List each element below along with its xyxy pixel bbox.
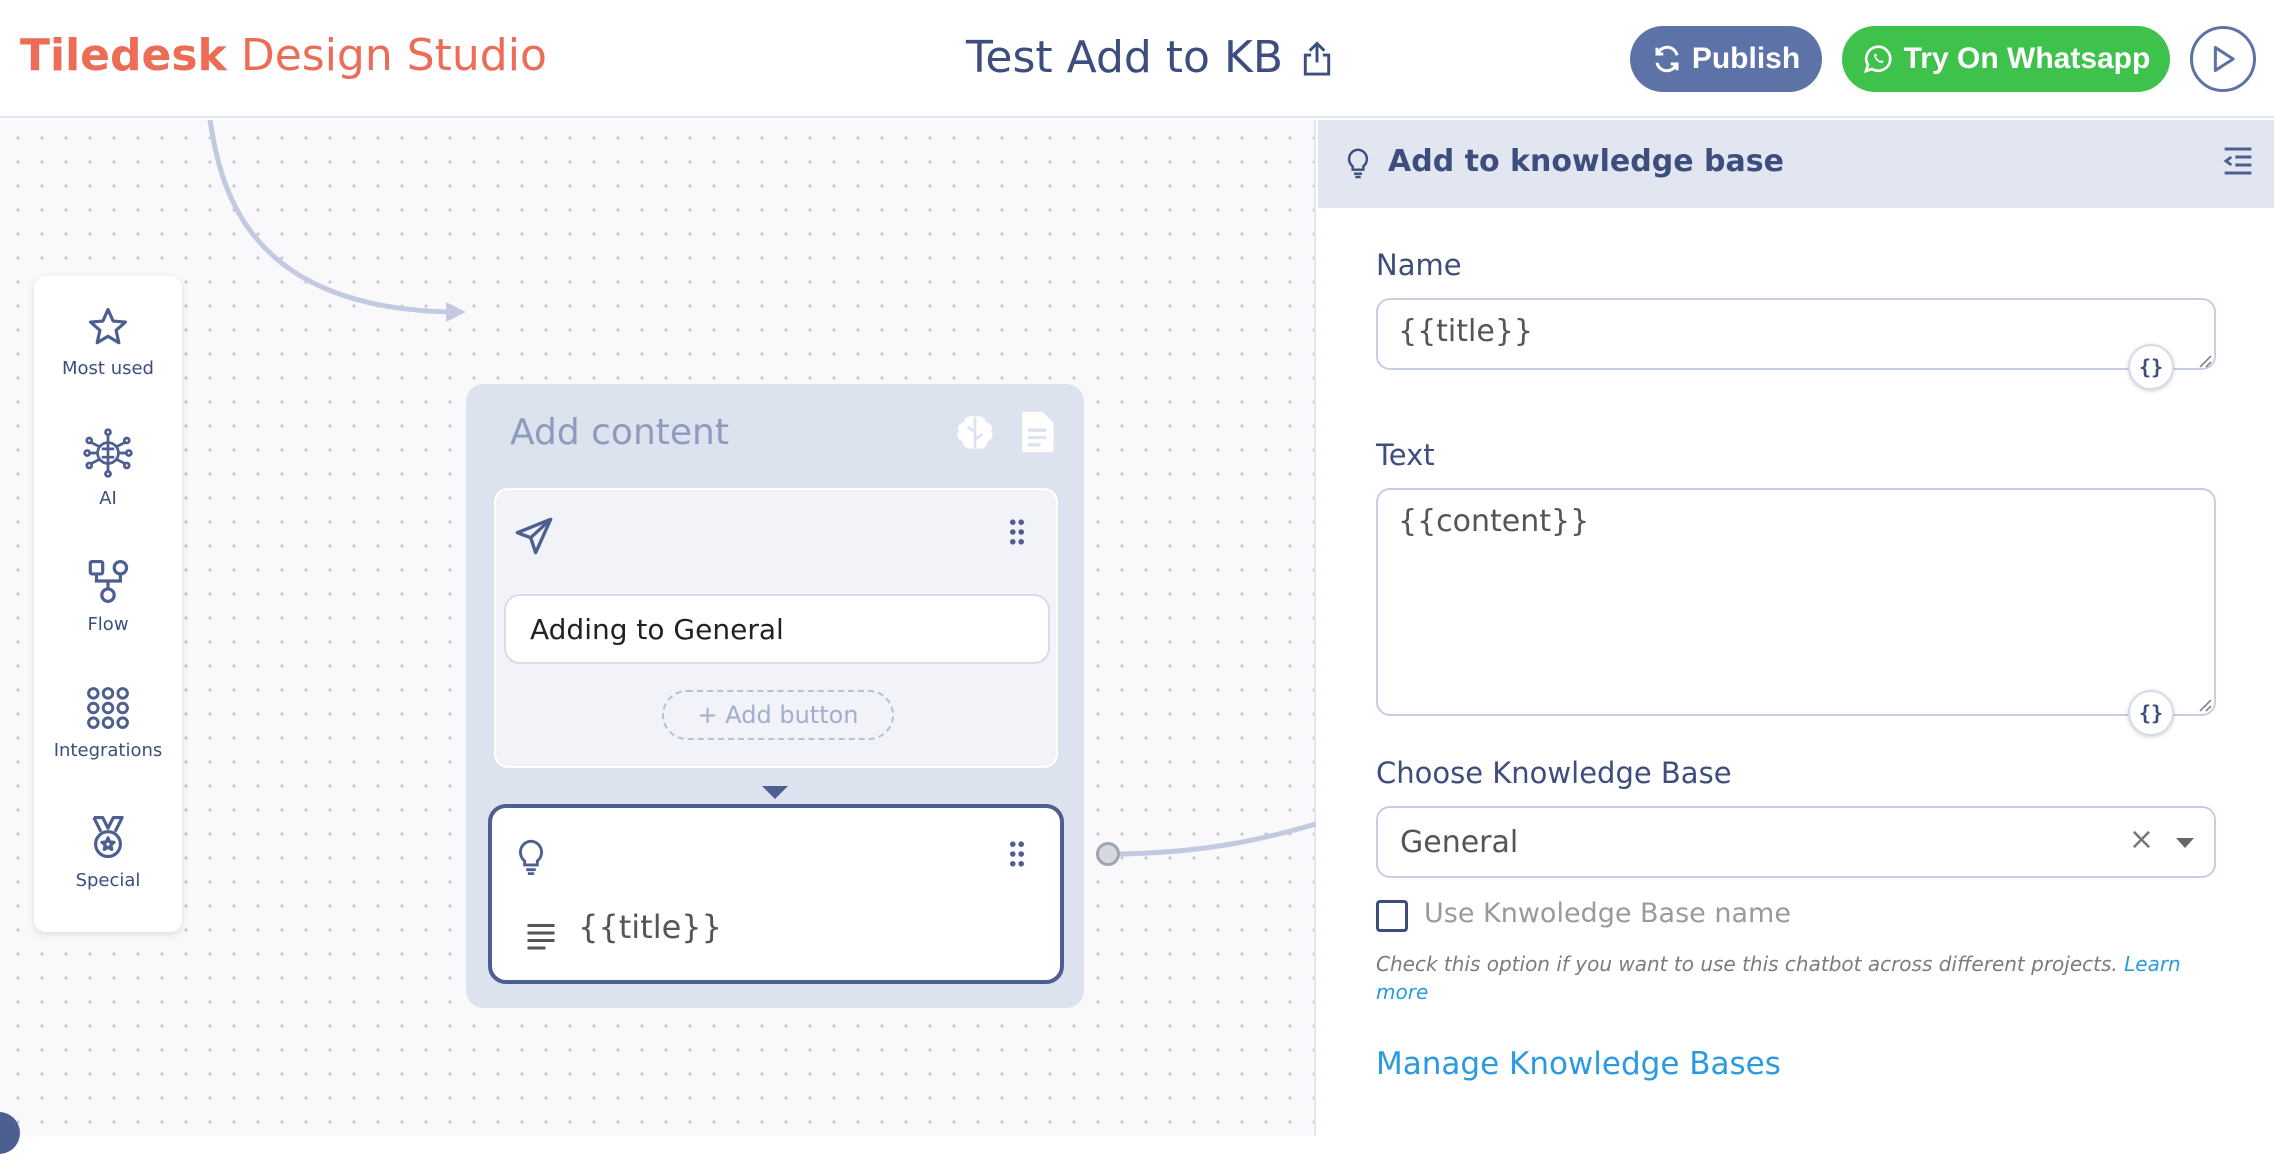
hint-text: Check this option if you want to use thi… [1376, 950, 2196, 1006]
panel-title: Add to knowledge base [1388, 144, 1784, 179]
palette-item-special[interactable]: Special [34, 814, 182, 891]
knowledge-base-select[interactable]: General × [1376, 806, 2216, 878]
brain-circuit-icon [83, 428, 133, 478]
message-text[interactable]: Adding to General [504, 594, 1050, 664]
kb-select-label: Choose Knowledge Base [1376, 756, 1732, 790]
grid-dots-icon [87, 687, 129, 729]
action-palette: Most used AI Flow Integration [34, 276, 182, 932]
palette-label: Flow [87, 614, 129, 635]
text-field[interactable]: {{content}} [1376, 488, 2216, 716]
brand-subtitle: Design Studio [240, 30, 547, 81]
top-bar: Tiledesk Design Studio Test Add to KB Pu… [0, 0, 2274, 118]
drag-handle-icon[interactable] [1008, 840, 1026, 868]
flow-icon [88, 559, 129, 603]
palette-label: Most used [62, 358, 154, 379]
bot-title[interactable]: Test Add to KB [966, 32, 1284, 83]
palette-item-flow[interactable]: Flow [34, 558, 182, 635]
connection-lines [207, 120, 1316, 857]
intent-block[interactable]: Add content Adding to General + Add butt… [466, 384, 1084, 1008]
star-icon [88, 307, 128, 345]
name-field[interactable]: {{title}} [1376, 298, 2216, 370]
publish-label: Publish [1691, 42, 1801, 75]
whatsapp-label: Try On Whatsapp [1903, 42, 2151, 75]
share-icon[interactable] [1299, 39, 1335, 77]
refresh-icon [1655, 45, 1679, 73]
insert-variable-button[interactable]: {} [2128, 690, 2174, 736]
clear-selection-icon[interactable]: × [2128, 822, 2154, 857]
insert-variable-button[interactable]: {} [2128, 344, 2174, 390]
send-message-action[interactable]: Adding to General + Add button [494, 488, 1058, 768]
connector-arrow [762, 786, 788, 799]
palette-label: AI [99, 488, 117, 509]
try-whatsapp-button[interactable]: Try On Whatsapp [1842, 26, 2170, 92]
brand-name: Tiledesk [20, 30, 227, 81]
document-icon[interactable] [1016, 410, 1058, 454]
publish-button[interactable]: Publish [1630, 26, 1822, 92]
palette-label: Integrations [53, 740, 163, 761]
add-button[interactable]: + Add button [662, 690, 894, 740]
action-detail-panel: Add to knowledge base Name {{title}} {} … [1318, 120, 2274, 1136]
chevron-down-icon[interactable] [2176, 838, 2194, 848]
palette-label: Special [75, 870, 141, 891]
play-icon [2213, 46, 2235, 72]
use-kb-name-checkbox[interactable] [1376, 900, 1408, 932]
collapse-panel-icon[interactable] [2222, 144, 2254, 178]
output-port[interactable] [1096, 842, 1120, 866]
learn-more-link[interactable]: Learn more [1376, 952, 2181, 1004]
medal-icon [92, 815, 124, 859]
resize-handle-icon[interactable] [2196, 696, 2212, 712]
brain-icon[interactable] [952, 410, 998, 456]
palette-item-most-used[interactable]: Most used [34, 306, 182, 379]
flow-canvas[interactable]: Most used AI Flow Integration [0, 120, 1316, 1154]
palette-item-integrations[interactable]: Integrations [34, 686, 182, 761]
block-title[interactable]: Add content [510, 412, 729, 453]
hint-body: Check this option if you want to use thi… [1376, 952, 2118, 976]
lightbulb-icon [519, 839, 543, 876]
manage-kb-link[interactable]: Manage Knowledge Bases [1376, 1046, 1781, 1082]
bot-title-area: Test Add to KB [966, 32, 1335, 83]
drag-handle-icon[interactable] [1008, 518, 1026, 546]
palette-item-ai[interactable]: AI [34, 428, 182, 509]
text-label: Text [1376, 438, 1435, 472]
name-label: Name [1376, 248, 1462, 282]
resize-handle-icon[interactable] [2196, 352, 2212, 368]
play-test-button[interactable] [2190, 26, 2256, 92]
kb-selected-value: General [1400, 824, 1519, 860]
whatsapp-icon [1863, 45, 1892, 74]
add-kb-action[interactable]: {{title}} [488, 804, 1064, 984]
send-icon [515, 517, 553, 555]
use-kb-name-label[interactable]: Use Knwoledge Base name [1424, 898, 1791, 929]
lightbulb-icon [1347, 148, 1369, 179]
text-lines-icon [527, 924, 555, 950]
kb-action-text: {{title}} [578, 908, 722, 946]
block-header-icons [952, 410, 1058, 456]
brand-logo: Tiledesk Design Studio [20, 30, 547, 81]
panel-header: Add to knowledge base [1318, 120, 2274, 208]
